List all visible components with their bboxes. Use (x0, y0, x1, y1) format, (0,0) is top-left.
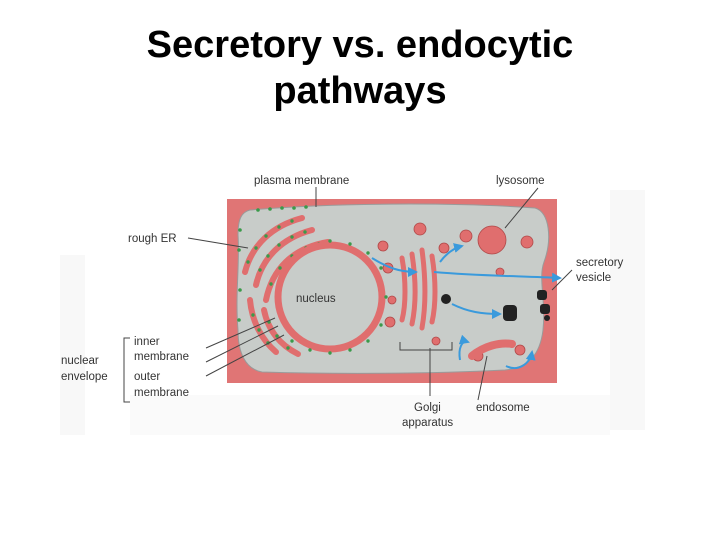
label-lysosome: lysosome (496, 175, 545, 187)
label-golgi: Golgi (414, 402, 441, 414)
nuclear-envelope-ribosomes (290, 239, 388, 355)
label-nucleus: nucleus (296, 293, 336, 305)
label-outer-membrane: membrane (134, 387, 189, 399)
label-inner: inner (134, 336, 160, 348)
slide-title: Secretory vs. endocytic pathways (0, 22, 720, 114)
label-secretory: secretory (576, 257, 624, 269)
plasma-membrane-ribosomes (237, 205, 308, 322)
label-plasma-membrane: plasma membrane (254, 175, 349, 187)
endosome (468, 339, 516, 360)
golgi-stack (399, 247, 438, 331)
label-inner-membrane: membrane (134, 351, 189, 363)
secretory-vesicles (441, 290, 550, 321)
background-speckle (60, 190, 645, 435)
label-endosome: endosome (476, 402, 530, 414)
pathway-arrows (371, 243, 562, 370)
title-line-2: pathways (273, 70, 447, 112)
title-line-1: Secretory vs. endocytic (146, 24, 574, 66)
label-envelope: envelope (61, 371, 108, 383)
nucleus (274, 241, 386, 353)
label-rough-er: rough ER (128, 233, 177, 245)
label-apparatus: apparatus (402, 417, 453, 429)
vesicles (377, 222, 534, 362)
label-vesicle: vesicle (576, 272, 611, 284)
lysosome (477, 225, 507, 255)
label-outer: outer (134, 371, 160, 383)
leader-lines (123, 187, 573, 403)
label-nuclear: nuclear (61, 355, 99, 367)
